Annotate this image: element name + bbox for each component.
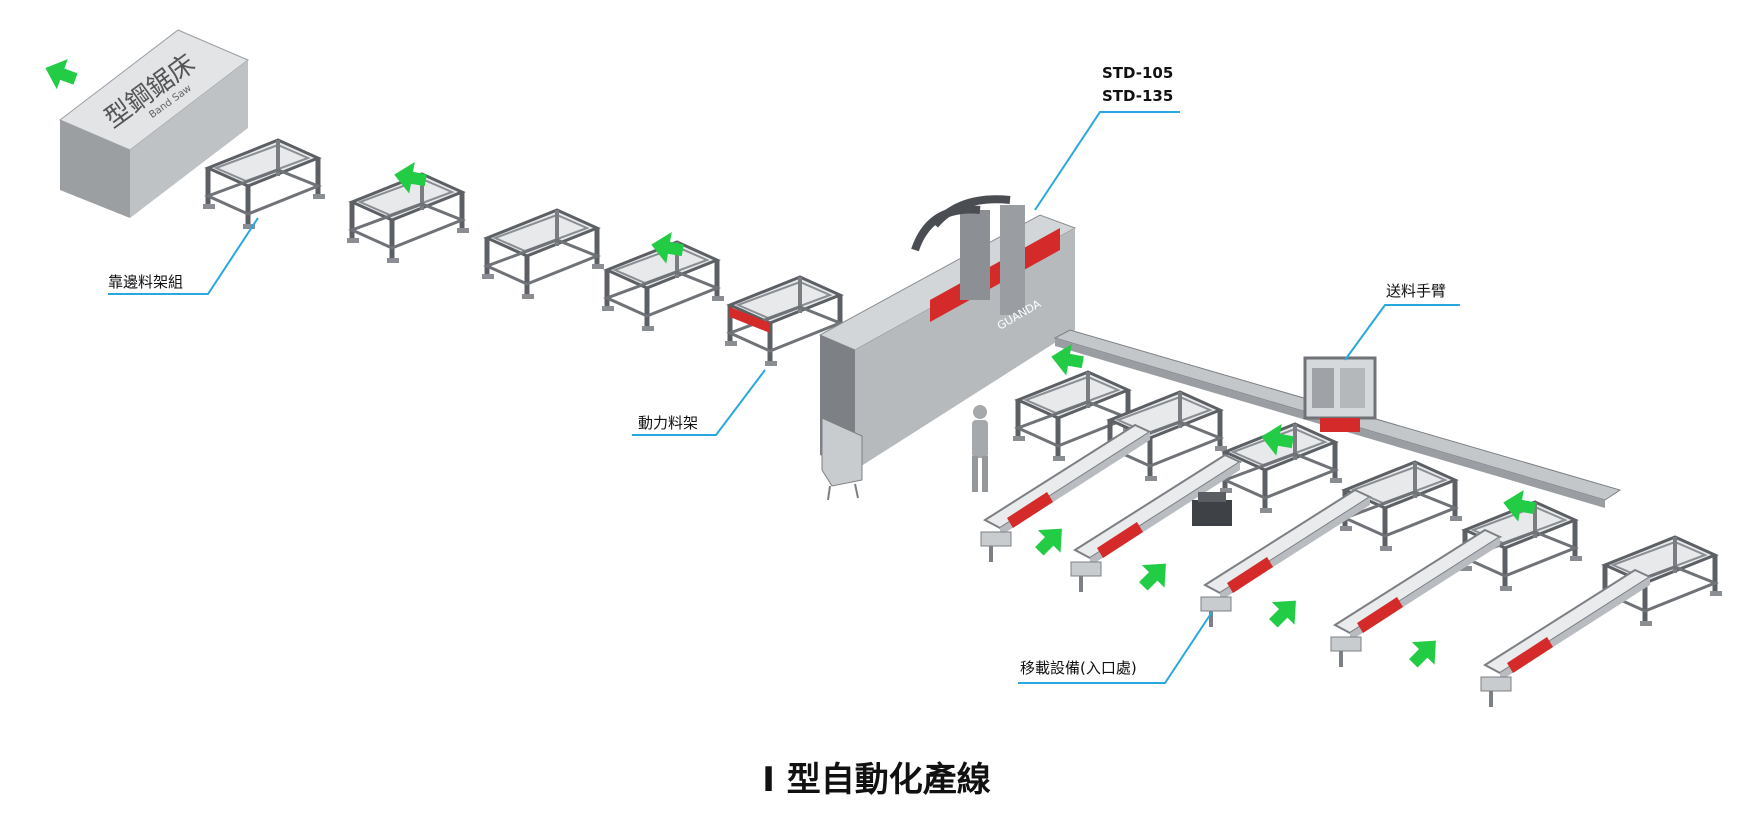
model-label: STD-105 STD-135	[1102, 62, 1173, 108]
power-rack	[725, 277, 847, 366]
drilling-machine: GUANDA	[818, 195, 1077, 501]
exit-arrow-icon	[39, 52, 81, 94]
model-line-1: STD-105	[1102, 64, 1174, 82]
model-line-2: STD-135	[1102, 87, 1174, 105]
transfer-rail-4	[1329, 528, 1502, 669]
side-rack-1	[203, 140, 325, 229]
transfer-label: 移載設備(入口處)	[1020, 659, 1137, 677]
feed-arm-label: 送料手臂	[1386, 282, 1447, 300]
callout-lines	[108, 111, 1460, 684]
side-rack-3	[482, 210, 604, 299]
operator-figure	[972, 405, 988, 492]
flow-arrow-icon	[1262, 589, 1308, 635]
power-rack-label: 動力料架	[638, 414, 699, 432]
flow-arrow-icon	[1132, 552, 1178, 598]
band-saw: 型鋼鋸床 Band Saw	[59, 29, 249, 218]
side-rack-label: 靠邊料架組	[108, 273, 184, 291]
hydraulic-unit	[1192, 492, 1232, 526]
feed-arm	[1303, 356, 1377, 432]
flow-arrow-icon	[1028, 517, 1074, 563]
flow-arrow-icon	[1402, 629, 1448, 675]
diagram-title: I 型自動化產線	[762, 760, 991, 800]
